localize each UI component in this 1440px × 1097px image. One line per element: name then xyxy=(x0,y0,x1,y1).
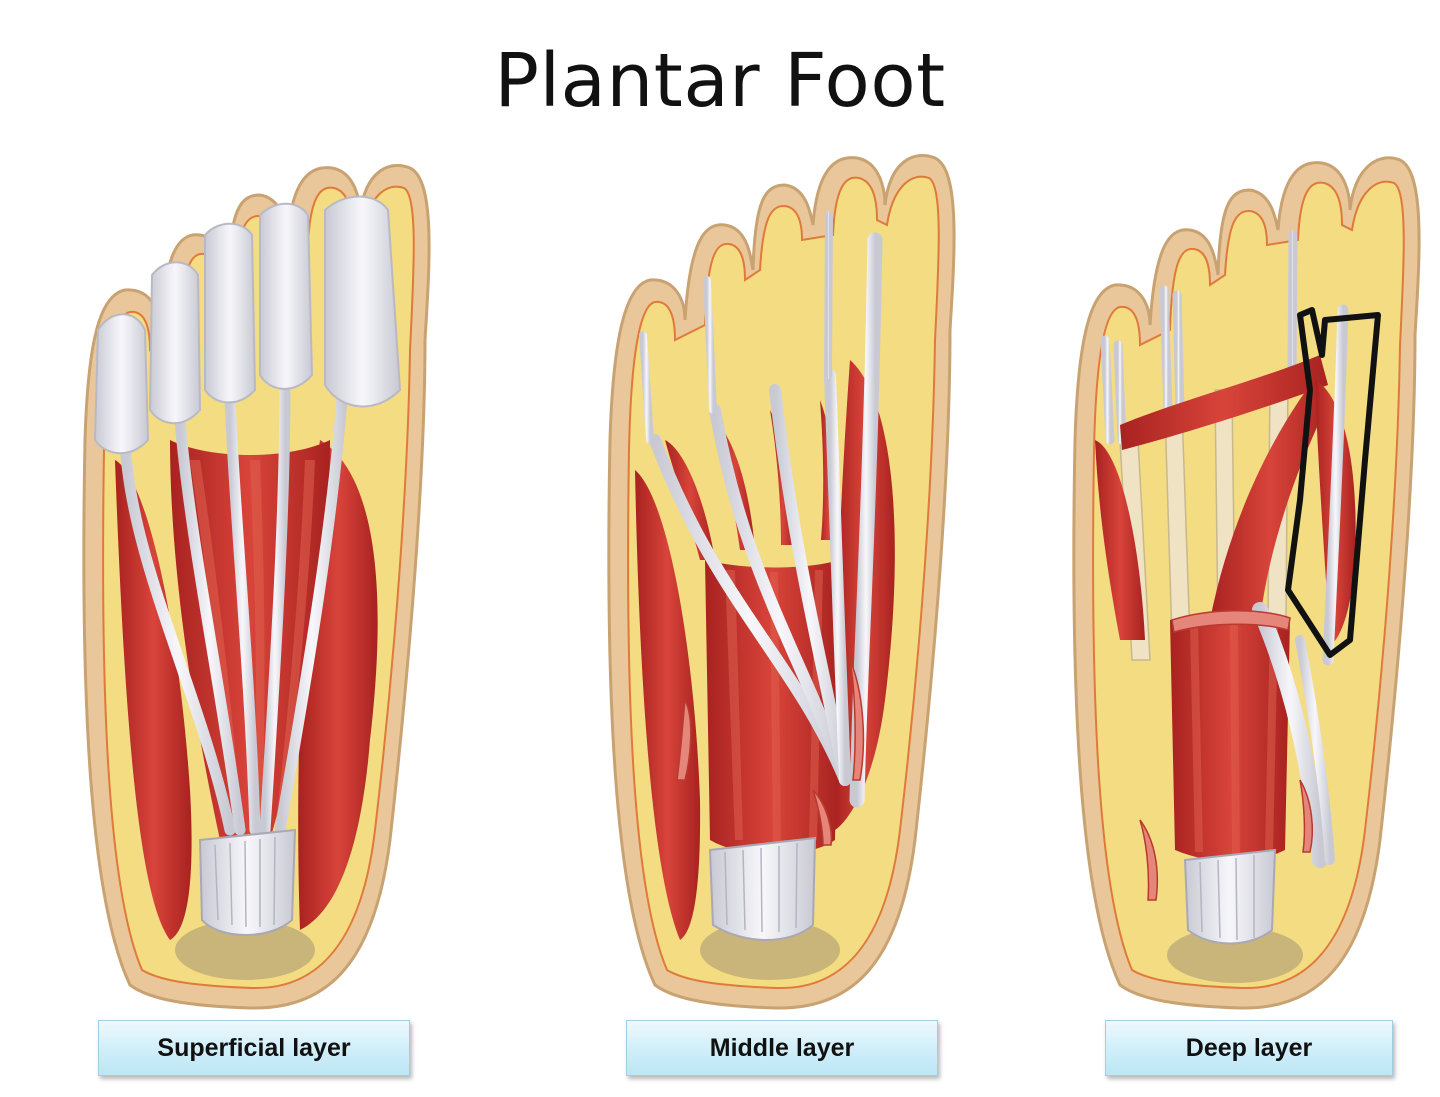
page-title: Plantar Foot xyxy=(494,38,946,124)
superficial-layer-label: Superficial layer xyxy=(98,1020,410,1076)
toe-sheath-4 xyxy=(148,261,202,425)
cut-muscle-edge xyxy=(1299,779,1314,853)
adductor-hallucis-oblique-head xyxy=(1210,385,1330,620)
heel-pad xyxy=(1167,927,1303,983)
superficial-foot-svg xyxy=(82,164,431,1010)
peroneus-longus-tendon xyxy=(1252,602,1328,868)
toe-sheath-1 xyxy=(324,195,402,408)
toe-sheath-5 xyxy=(93,313,150,455)
toe-sheath-3 xyxy=(204,222,257,404)
middle-layer-label: Middle layer xyxy=(626,1020,938,1076)
flexor-digiti-minimi-brevis-muscle xyxy=(1095,440,1145,640)
plantar-aponeurosis-cut xyxy=(1183,848,1277,945)
cut-muscle-edge xyxy=(676,697,692,781)
lumbrical-muscle xyxy=(665,440,715,560)
toe-sheath-2 xyxy=(259,202,314,390)
cut-muscle-edge xyxy=(849,659,865,781)
deep-layer-illustration xyxy=(1060,140,1421,1010)
superficial-layer-illustration xyxy=(70,140,431,1010)
middle-foot-svg xyxy=(607,154,956,1010)
deep-foot-svg xyxy=(1072,156,1421,1010)
fdl-tendon xyxy=(824,369,851,786)
fdl-tendon xyxy=(769,384,851,786)
deep-layer-label: Deep layer xyxy=(1105,1020,1393,1076)
abductor-digiti-minimi-muscle xyxy=(635,470,701,940)
fdl-tendon xyxy=(709,404,851,786)
heel-pad xyxy=(175,920,315,980)
highlight-outline xyxy=(1285,307,1381,658)
adductor-hallucis-transverse-head xyxy=(1120,355,1328,450)
tibialis-posterior-tendon xyxy=(1295,635,1335,865)
abductor-digiti-minimi-muscle xyxy=(115,460,192,940)
cut-muscle-edge xyxy=(1139,819,1159,901)
cut-muscle-edge xyxy=(1171,610,1291,633)
plantar-aponeurosis xyxy=(198,828,297,936)
plantar-aponeurosis-cut xyxy=(708,836,817,941)
fhl-tendon xyxy=(1322,304,1349,666)
middle-layer-illustration xyxy=(595,140,956,1010)
cut-muscle-edge xyxy=(812,789,833,846)
